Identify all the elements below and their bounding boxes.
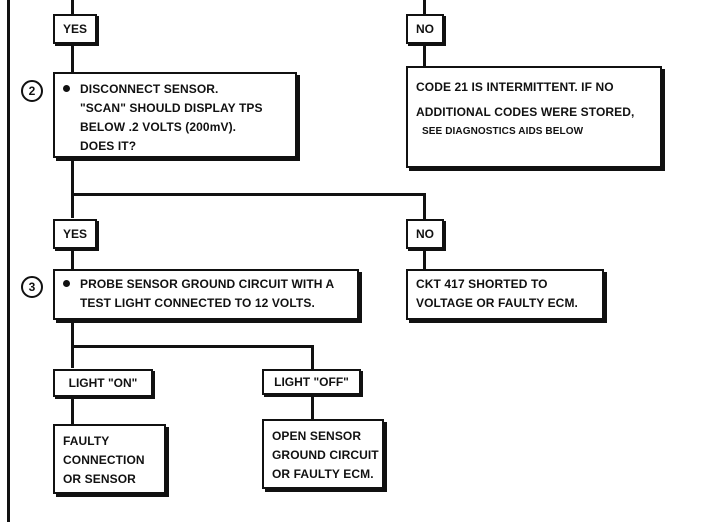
connector-top-no [423, 0, 426, 14]
open-sensor-line-1: OPEN SENSOR [272, 429, 362, 443]
connector-light-off-to-open [311, 395, 314, 419]
connector-top-yes [71, 0, 74, 14]
bullet-icon [63, 85, 70, 92]
step-2-box: DISCONNECT SENSOR. "SCAN" SHOULD DISPLAY… [53, 72, 297, 158]
code-21-line-1: CODE 21 IS INTERMITTENT. IF NO [416, 80, 614, 94]
ckt-417-line-1: CKT 417 SHORTED TO [416, 277, 548, 291]
step-3-line-1: PROBE SENSOR GROUND CIRCUIT WITH A [80, 277, 335, 291]
connector-step2-down [71, 158, 74, 218]
branch-2-yes-tag: YES [53, 219, 97, 249]
step-2-line-2: "SCAN" SHOULD DISPLAY TPS [80, 101, 263, 115]
branch-2-no-tag: NO [406, 219, 444, 249]
step-2-line-1: DISCONNECT SENSOR. [80, 82, 219, 96]
light-off-tag: LIGHT "OFF" [262, 369, 361, 395]
step-2-line-4: DOES IT? [80, 139, 137, 153]
connector-branch3-off-down [311, 345, 314, 369]
light-on-tag: LIGHT "ON" [53, 369, 153, 397]
step-3-box: PROBE SENSOR GROUND CIRCUIT WITH A TEST … [53, 269, 359, 320]
connector-light-on-to-faulty [71, 397, 74, 424]
open-sensor-line-2: GROUND CIRCUIT [272, 448, 379, 462]
connector-yes-to-step2 [71, 44, 74, 72]
faulty-line-1: FAULTY [63, 434, 110, 448]
code-21-line-2: ADDITIONAL CODES WERE STORED, [416, 105, 635, 119]
connector-branch2-no-to-ckt417 [423, 249, 426, 269]
page-edge-line [7, 0, 10, 522]
connector-no-to-code21 [423, 44, 426, 66]
connector-branch2-no-down [423, 193, 426, 219]
connector-step3-horizontal [71, 345, 314, 348]
bullet-icon [63, 280, 70, 287]
step-3-line-2: TEST LIGHT CONNECTED TO 12 VOLTS. [80, 296, 315, 310]
faulty-line-2: CONNECTION [63, 453, 145, 467]
step-2-line-3: BELOW .2 VOLTS (200mV). [80, 120, 237, 134]
code-21-line-3: SEE DIAGNOSTICS AIDS BELOW [422, 126, 584, 137]
connector-branch2-yes-to-step3 [71, 249, 74, 269]
step-3-circle: 3 [21, 276, 43, 298]
open-sensor-line-3: OR FAULTY ECM. [272, 467, 374, 481]
top-no-tag: NO [406, 14, 444, 44]
open-sensor-box: OPEN SENSOR GROUND CIRCUIT OR FAULTY ECM… [262, 419, 384, 489]
connector-step3-down [71, 320, 74, 368]
faulty-line-3: OR SENSOR [63, 472, 136, 486]
ckt-417-line-2: VOLTAGE OR FAULTY ECM. [416, 296, 578, 310]
step-2-circle: 2 [21, 80, 43, 102]
faulty-connection-box: FAULTY CONNECTION OR SENSOR [53, 424, 166, 494]
code-21-box: CODE 21 IS INTERMITTENT. IF NO ADDITIONA… [406, 66, 662, 168]
top-yes-tag: YES [53, 14, 97, 44]
ckt-417-box: CKT 417 SHORTED TO VOLTAGE OR FAULTY ECM… [406, 269, 604, 320]
connector-step2-horizontal [71, 193, 426, 196]
